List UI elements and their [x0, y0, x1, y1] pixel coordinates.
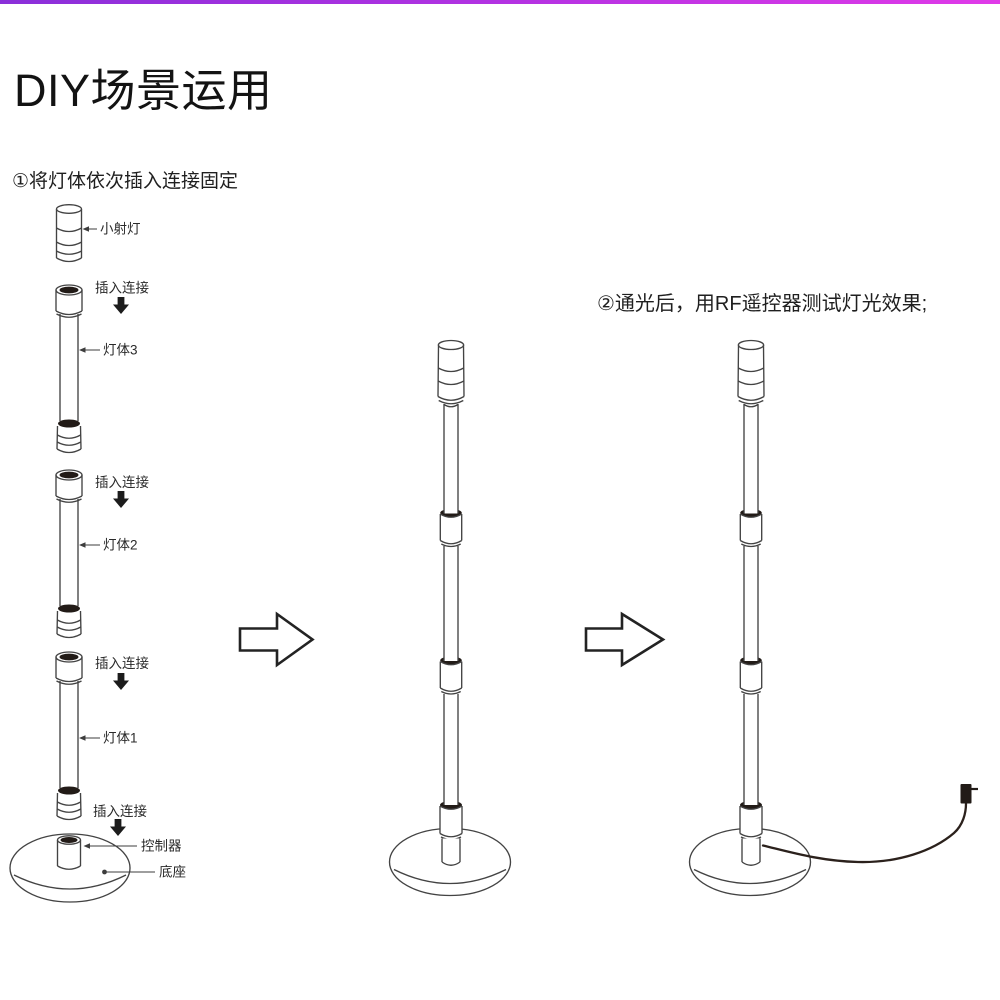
- controller-label: 控制器: [141, 839, 182, 854]
- insert-connect-label-1: 插入连接: [95, 280, 149, 296]
- assembled-lamp-with-cord: [690, 341, 978, 896]
- lamp-body3-label: 灯体3: [103, 343, 138, 358]
- down-arrow-icon-3: [113, 673, 129, 690]
- assembled-lamp: [390, 341, 511, 896]
- power-cord: [761, 802, 968, 864]
- lamp-body1-part: [55, 651, 83, 821]
- top-gradient-bar: [0, 0, 1000, 4]
- lamp-body2-part: [55, 469, 83, 639]
- insert-connect-label-2: 插入连接: [95, 474, 149, 490]
- flow-right-arrow-icon-1: [238, 611, 315, 668]
- base-label: 底座: [159, 865, 186, 880]
- insert-connect-label-4: 插入连接: [93, 803, 147, 819]
- down-arrow-icon-4: [110, 819, 126, 836]
- page-title: DIY场景运用: [14, 65, 273, 116]
- spotlight-part: [55, 204, 83, 263]
- insert-connect-label-3: 插入连接: [95, 655, 149, 671]
- exploded-parts-diagram: 小射灯 插入连接 灯体3 插入连接 灯体2 插入连接: [9, 204, 186, 903]
- step2-label: ②通光后，用RF遥控器测试灯光效果;: [597, 293, 928, 315]
- down-arrow-icon-2: [113, 491, 129, 508]
- lamp-body1-label: 灯体1: [103, 731, 138, 746]
- power-plug-icon: [960, 784, 978, 804]
- down-arrow-icon-1: [113, 297, 129, 314]
- base-part: [9, 833, 131, 903]
- lamp-body2-label: 灯体2: [103, 538, 138, 553]
- step1-label: ①将灯体依次插入连接固定: [12, 171, 239, 192]
- lamp-body3-part: [55, 284, 83, 454]
- spotlight-label: 小射灯: [100, 222, 141, 237]
- flow-right-arrow-icon-2: [584, 611, 666, 668]
